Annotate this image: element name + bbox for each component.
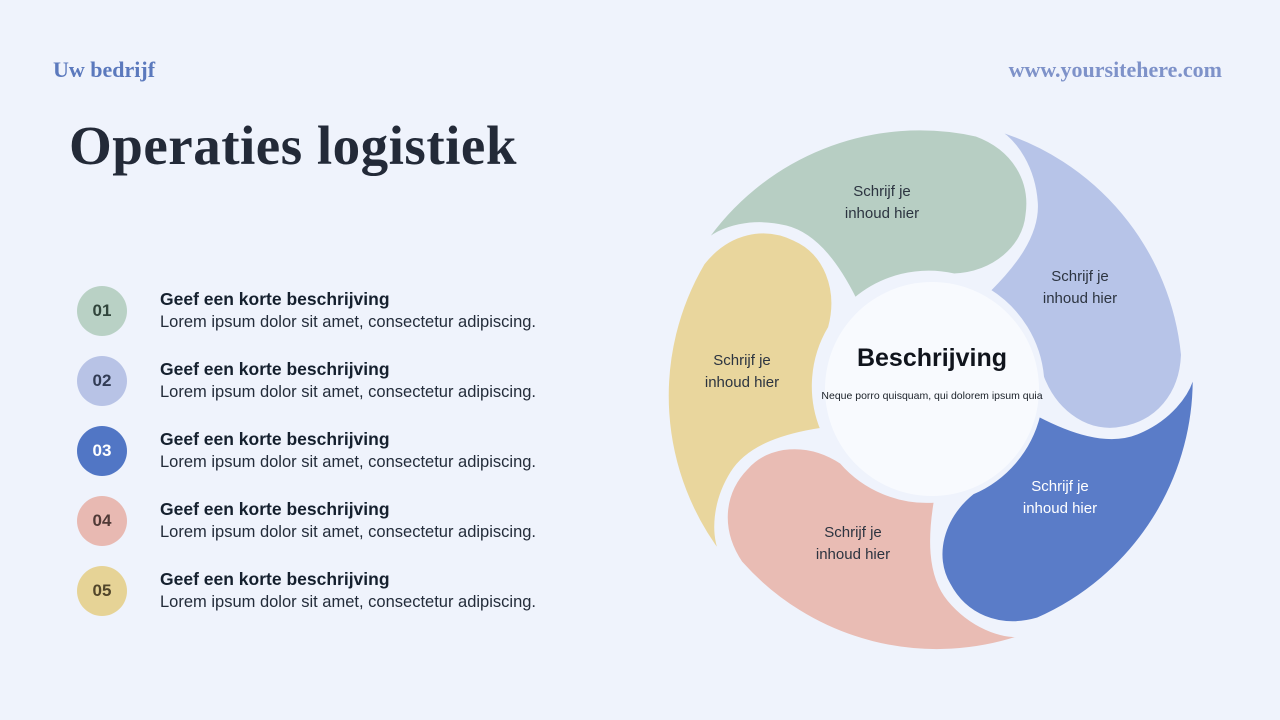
petal-periwinkle-right [987,127,1184,431]
step-item: 02 Geef een korte beschrijving Lorem ips… [77,356,557,406]
step-description: Lorem ipsum dolor sit amet, consectetur … [160,453,537,471]
step-description: Lorem ipsum dolor sit amet, consectetur … [160,593,537,611]
diagram-center-subtitle: Neque porro quisquam, qui dolorem ipsum … [821,390,1043,402]
step-number-badge: 02 [77,356,127,406]
diagram-center-circle [825,282,1039,496]
step-title: Geef een korte beschrijving [160,429,390,449]
step-description: Lorem ipsum dolor sit amet, consectetur … [160,313,537,331]
petal-blue-bottom-right [939,368,1196,625]
step-description: Lorem ipsum dolor sit amet, consectetur … [160,523,537,541]
petal-label-top: Schrijf je inhoud hier [844,183,920,222]
step-description: Lorem ipsum dolor sit amet, consectetur … [160,383,537,401]
petal-label-left: Schrijf je inhoud hier [704,352,780,391]
step-number-badge: 04 [77,496,127,546]
step-text: Geef een korte beschrijving Lorem ipsum … [160,498,536,544]
website-url: www.yoursitehere.com [1008,57,1222,82]
step-text: Geef een korte beschrijving Lorem ipsum … [160,288,536,334]
petal-yellow-left [665,230,835,559]
step-title: Geef een korte beschrijving [160,499,390,519]
step-item: 05 Geef een korte beschrijving Lorem ips… [77,566,557,616]
cycle-diagram [665,127,1196,653]
step-text: Geef een korte beschrijving Lorem ipsum … [160,358,536,404]
step-item: 04 Geef een korte beschrijving Lorem ips… [77,496,557,546]
step-number-badge: 05 [77,566,127,616]
step-item: 03 Geef een korte beschrijving Lorem ips… [77,426,557,476]
petal-pink-bottom [724,446,1028,653]
petal-label-bottom-right: Schrijf je inhoud hier [1022,478,1098,517]
diagram-center-title: Beschrijving [856,344,1008,372]
step-title: Geef een korte beschrijving [160,289,390,309]
step-title: Geef een korte beschrijving [160,569,390,589]
petal-label-right: Schrijf je inhoud hier [1042,268,1118,307]
petal-green-top [701,127,1030,301]
step-item: 01 Geef een korte beschrijving Lorem ips… [77,286,557,336]
step-text: Geef een korte beschrijving Lorem ipsum … [160,428,536,474]
step-number-badge: 01 [77,286,127,336]
step-text: Geef een korte beschrijving Lorem ipsum … [160,568,536,614]
slide-title: Operaties logistiek [69,115,517,176]
step-number-badge: 03 [77,426,127,476]
step-list: 01 Geef een korte beschrijving Lorem ips… [77,286,557,636]
company-name: Uw bedrijf [53,57,156,82]
petal-label-bottom: Schrijf je inhoud hier [815,524,891,563]
step-title: Geef een korte beschrijving [160,359,390,379]
